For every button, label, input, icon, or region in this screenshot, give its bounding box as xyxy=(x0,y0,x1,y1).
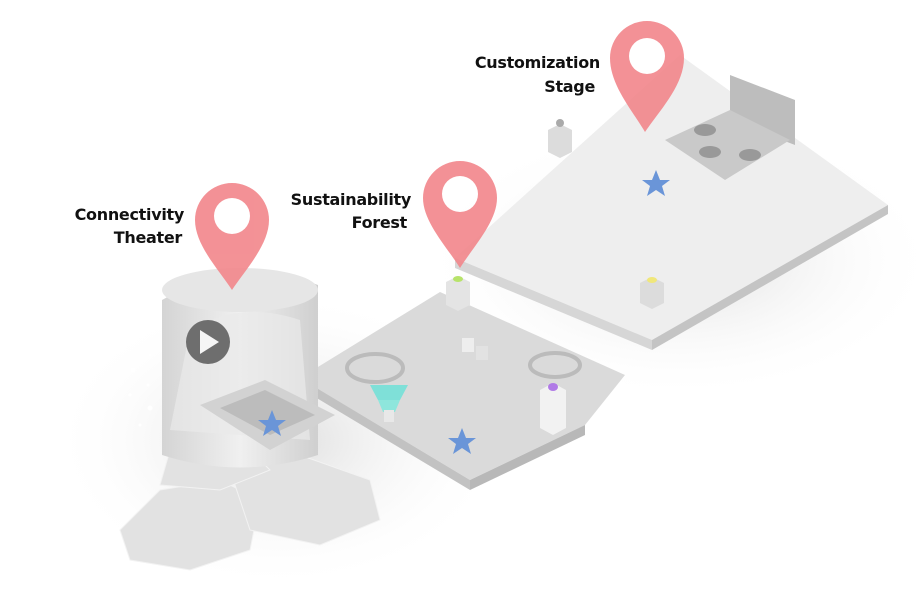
label-line: Connectivity xyxy=(75,205,185,224)
star-icon[interactable] xyxy=(448,428,476,454)
label-line: Stage xyxy=(544,77,595,96)
label-line: Customization xyxy=(475,53,600,72)
sparkles xyxy=(128,353,153,427)
seating xyxy=(200,380,335,450)
star-icon[interactable] xyxy=(258,410,286,436)
pedestal xyxy=(540,383,566,435)
star-icon[interactable] xyxy=(642,170,670,196)
map-pin-icon[interactable] xyxy=(610,21,684,132)
map-pin-icon[interactable] xyxy=(195,183,269,290)
customization-stage-platform[interactable] xyxy=(455,55,888,350)
pedestal xyxy=(548,119,572,158)
tree xyxy=(370,385,408,422)
label-sustainability-forest[interactable]: Sustainability Forest xyxy=(291,190,413,232)
play-icon[interactable] xyxy=(200,330,219,354)
map-pin-icon[interactable] xyxy=(423,161,497,268)
sustainability-forest-platform[interactable] xyxy=(300,276,625,490)
display-wall xyxy=(730,75,795,145)
ring xyxy=(528,351,582,379)
pedestal xyxy=(446,276,470,311)
pedestal xyxy=(640,277,664,309)
label-line: Theater xyxy=(114,228,183,247)
ring xyxy=(345,352,405,384)
blocks xyxy=(462,338,488,360)
label-line: Forest xyxy=(352,213,408,232)
connectivity-theater[interactable] xyxy=(128,268,336,468)
label-line: Sustainability xyxy=(291,190,412,209)
label-customization-stage[interactable]: Customization Stage xyxy=(475,53,600,96)
label-connectivity-theater[interactable]: Connectivity Theater xyxy=(75,205,186,247)
